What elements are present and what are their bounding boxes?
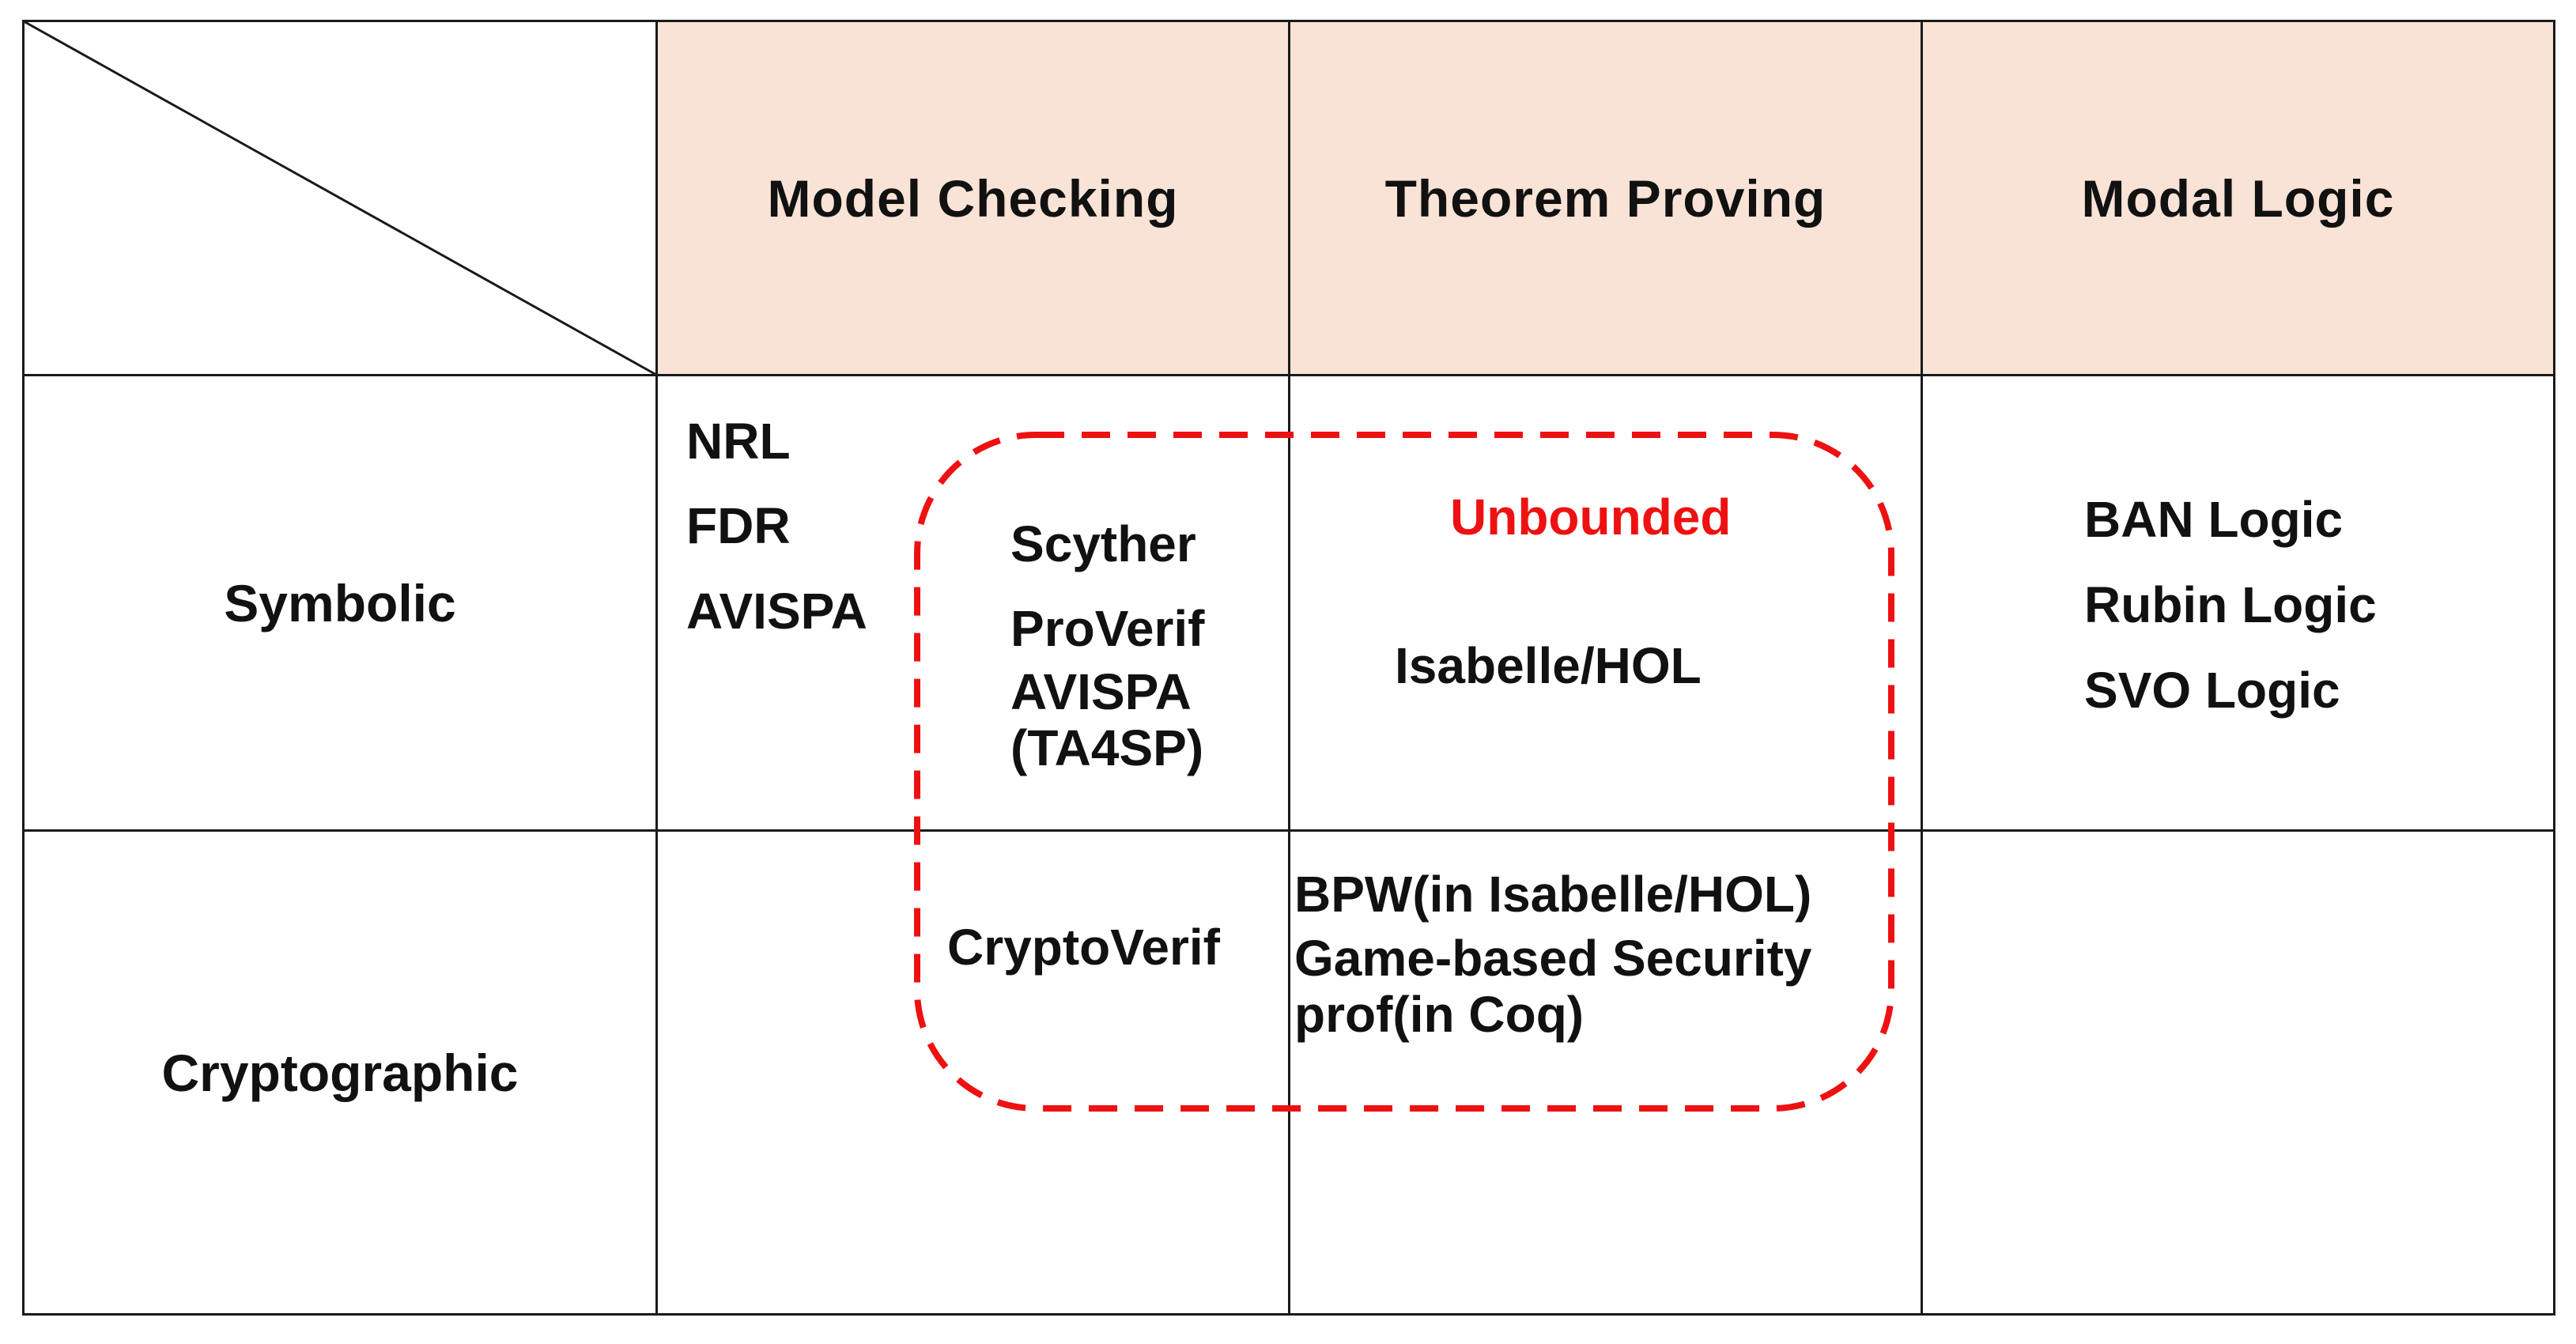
header-model-checking: Model Checking <box>658 21 1288 375</box>
header-theorem-proving: Theorem Proving <box>1290 21 1921 375</box>
tool-rubin-logic: Rubin Logic <box>2084 576 2377 633</box>
tool-proverif: ProVerif <box>1010 600 1205 657</box>
table-border-left <box>22 20 25 1316</box>
tool-cryptoverif: CryptoVerif <box>947 919 1220 976</box>
tool-ban-logic: BAN Logic <box>2084 491 2344 548</box>
tool-svo-logic: SVO Logic <box>2084 662 2340 719</box>
tool-prof-coq: prof(in Coq) <box>1294 986 1585 1043</box>
tool-fdr: FDR <box>686 497 791 554</box>
tool-avispa: AVISPA <box>686 583 867 640</box>
column-divider-1 <box>655 20 658 1316</box>
corner-diagonal-line <box>23 20 657 376</box>
row-label-cryptographic-text: Cryptographic <box>161 1043 519 1102</box>
column-divider-3 <box>1921 20 1923 1316</box>
column-divider-2 <box>1288 20 1290 1316</box>
tool-scyther: Scyther <box>1010 515 1196 572</box>
tool-nrl: NRL <box>686 413 791 470</box>
tool-isabelle-hol: Isabelle/HOL <box>1395 637 1702 694</box>
tool-ta4sp-suffix: (TA4SP) <box>1010 719 1204 776</box>
table-border-right <box>2553 20 2555 1316</box>
column-label-model-checking: Model Checking <box>767 168 1179 228</box>
tool-bpw: BPW(in Isabelle/HOL) <box>1294 866 1812 923</box>
row-label-symbolic: Symbolic <box>25 376 655 829</box>
tool-avispa-ta4sp: AVISPA <box>1010 663 1192 720</box>
unbounded-label: Unbounded <box>1450 489 1732 546</box>
tool-game-based-security: Game-based Security <box>1294 930 1812 987</box>
column-label-theorem-proving: Theorem Proving <box>1384 168 1826 228</box>
column-label-modal-logic: Modal Logic <box>2081 168 2395 228</box>
unbounded-dashed-region <box>914 432 1894 1112</box>
header-modal-logic: Modal Logic <box>1923 21 2553 375</box>
row-label-symbolic-text: Symbolic <box>224 573 456 632</box>
row-label-cryptographic: Cryptographic <box>25 832 655 1313</box>
